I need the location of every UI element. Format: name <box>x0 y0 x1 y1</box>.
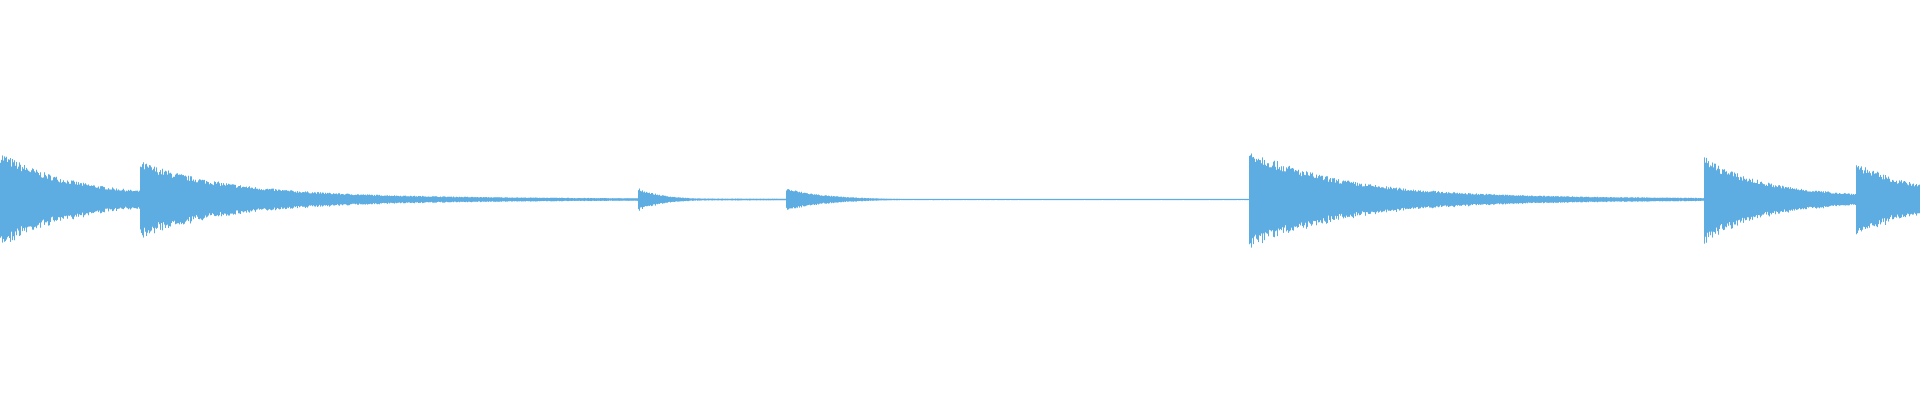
waveform-path <box>0 153 1920 248</box>
